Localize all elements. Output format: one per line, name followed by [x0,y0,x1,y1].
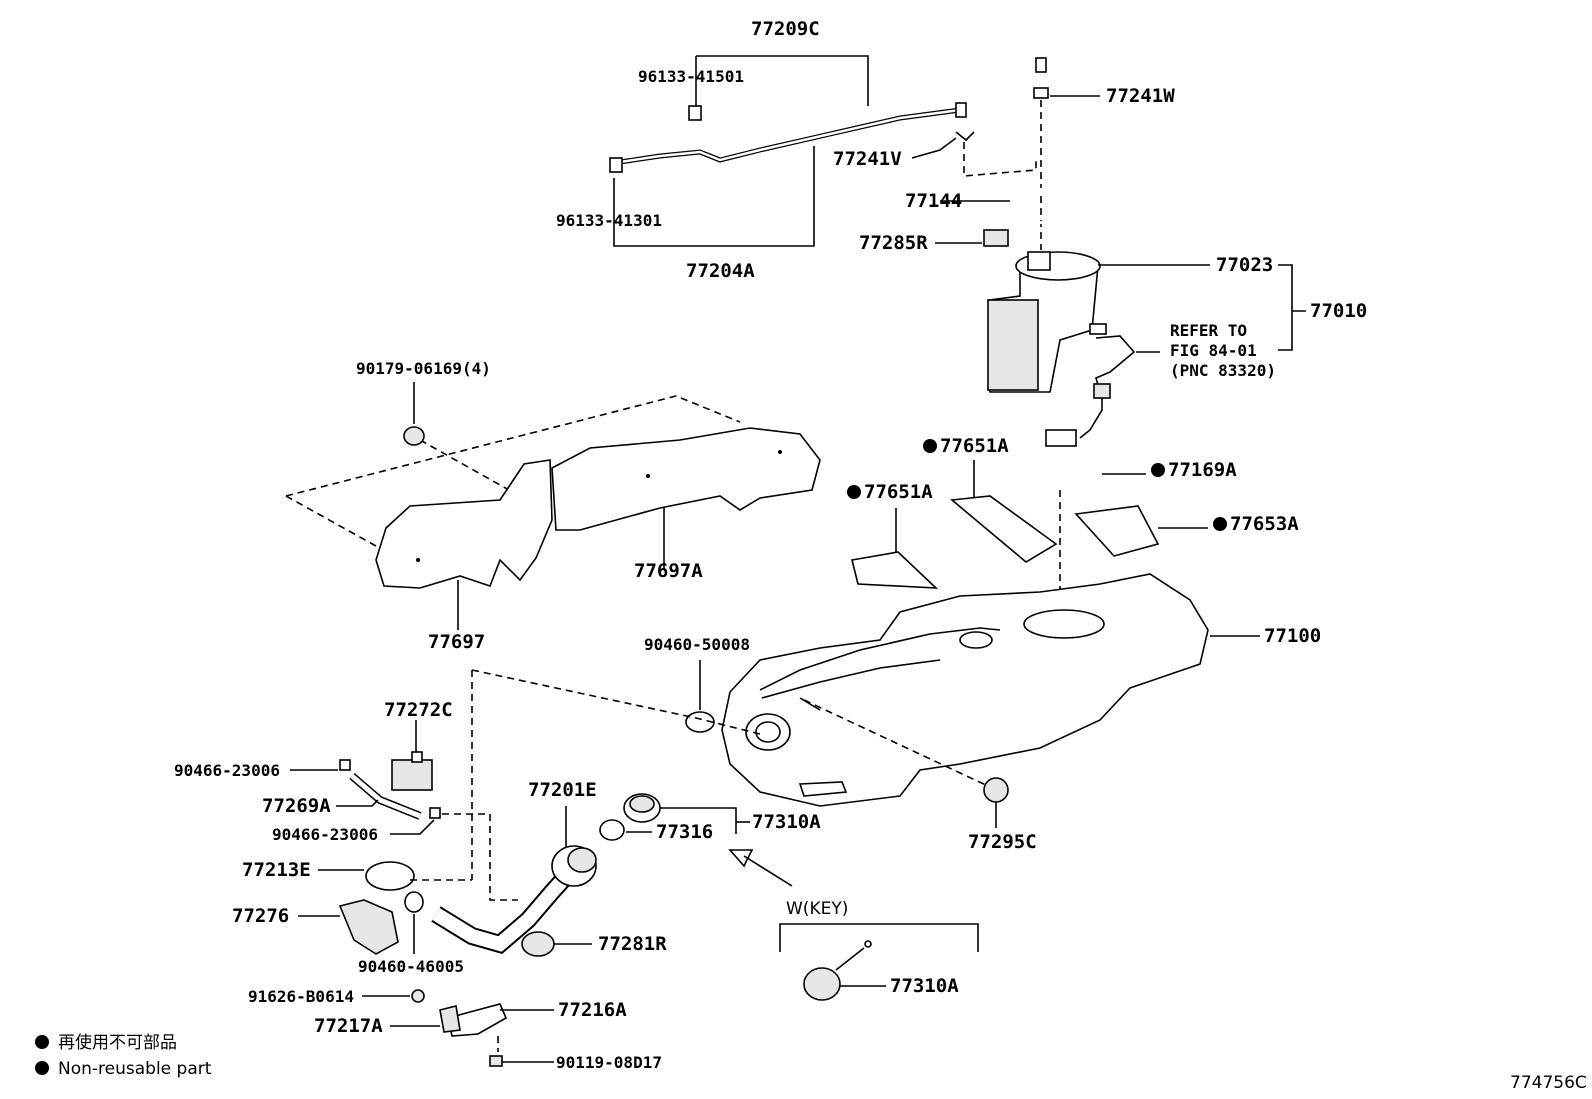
clamp-90460-50008 [685,711,715,733]
bracket-77216a [447,1003,508,1037]
label-77310a-key: 77310A [890,975,959,997]
label-77201e: 77201E [528,779,597,801]
label-77276: 77276 [232,905,289,927]
label-77100: 77100 [1264,625,1321,647]
clip-96133-41501 [688,105,702,121]
nonreusable-mark-77653a [1213,517,1227,531]
refer-note-line-3: (PNC 83320) [1170,361,1276,380]
label-77144: 77144 [905,190,962,212]
grommet-77295c [983,777,1009,803]
clip-77241v [955,131,975,142]
label-77023: 77023 [1216,254,1273,276]
legend-bullet-jp [35,1035,49,1049]
connector-77285r [983,229,1009,247]
legend-text-jp: 再使用不可部品 [58,1032,177,1053]
fuel-line-77209c [699,57,1047,114]
label-90466-23006-lower: 90466-23006 [272,825,378,844]
nut-90179-06169 [403,426,425,446]
fuel-cap-77310a-key [803,940,872,1001]
label-77010: 77010 [1310,300,1367,322]
fuel-cap-77310a [623,793,661,823]
clamp-90460-46005 [404,891,424,913]
legend-bullet-en [35,1061,49,1075]
label-77204a: 77204A [686,260,755,282]
refer-note-line-1: REFER TO [1170,321,1247,340]
label-77213e: 77213E [242,859,311,881]
label-77697: 77697 [428,631,485,653]
label-90466-23006-upper: 90466-23006 [174,761,280,780]
fuel-pump-assembly-77010 [987,251,1136,447]
label-key-variant: W(KEY) [786,899,848,919]
label-77285r: 77285R [859,232,928,254]
pad-77653a [1074,505,1160,557]
label-77269a: 77269A [262,795,331,817]
fuel-tank-77100 [721,573,1209,807]
filler-pipe-77201e [431,845,597,954]
clamp-77281r [521,931,555,957]
clip-77241w [1033,87,1049,99]
pad-77651a-upper [950,495,1058,563]
label-77281r: 77281R [598,933,667,955]
label-77651a-lower: 77651A [864,481,933,503]
boot-77213e [365,861,415,891]
label-77653a: 77653A [1230,513,1299,535]
label-77209c: 77209C [751,18,820,40]
nonreusable-mark-77169a [1151,463,1165,477]
clip-96133-41301 [609,157,623,173]
figure-id: 774756C [1510,1073,1587,1093]
housing-77276 [338,899,399,955]
label-90460-46005: 90460-46005 [358,957,464,976]
clamp-90466-23006-upper [339,759,351,771]
fuel-line-77204a [619,102,967,165]
label-90179-06169: 90179-06169(4) [356,359,491,378]
heat-protector-77697a [551,427,821,531]
label-77241w: 77241W [1106,85,1175,107]
label-77241v: 77241V [833,148,902,170]
nonreusable-mark-77651a-lower [847,485,861,499]
bolt-91626-b0614 [411,989,425,1003]
clamp-90466-23006-lower [429,807,441,819]
label-77316: 77316 [656,821,713,843]
label-90460-50008: 90460-50008 [644,635,750,654]
label-96133-41301: 96133-41301 [556,211,662,230]
clip-77217a [439,1005,461,1033]
label-77217a: 77217A [314,1015,383,1037]
nonreusable-mark-77651a-upper [923,439,937,453]
gasket-77316 [599,819,625,841]
label-77169a: 77169A [1168,459,1237,481]
pad-77651a-lower [851,551,939,589]
retainer-ring-77144 [1010,186,1110,226]
label-77216a: 77216A [558,999,627,1021]
label-90119-08d17: 90119-08D17 [556,1053,662,1072]
label-77651a-upper: 77651A [940,435,1009,457]
label-77310a-upper: 77310A [752,811,821,833]
heat-protector-77697 [375,459,553,589]
label-91626-b0614: 91626-B0614 [248,987,354,1006]
refer-note-line-2: FIG 84-01 [1170,341,1257,360]
label-77697a: 77697A [634,560,703,582]
label-77272c: 77272C [384,699,453,721]
legend-text-en: Non-reusable part [58,1059,212,1079]
bolt-90119-08d17 [489,1055,503,1067]
label-77295c: 77295C [968,831,1037,853]
label-96133-41501: 96133-41501 [638,67,744,86]
valve-77272c [391,751,433,791]
